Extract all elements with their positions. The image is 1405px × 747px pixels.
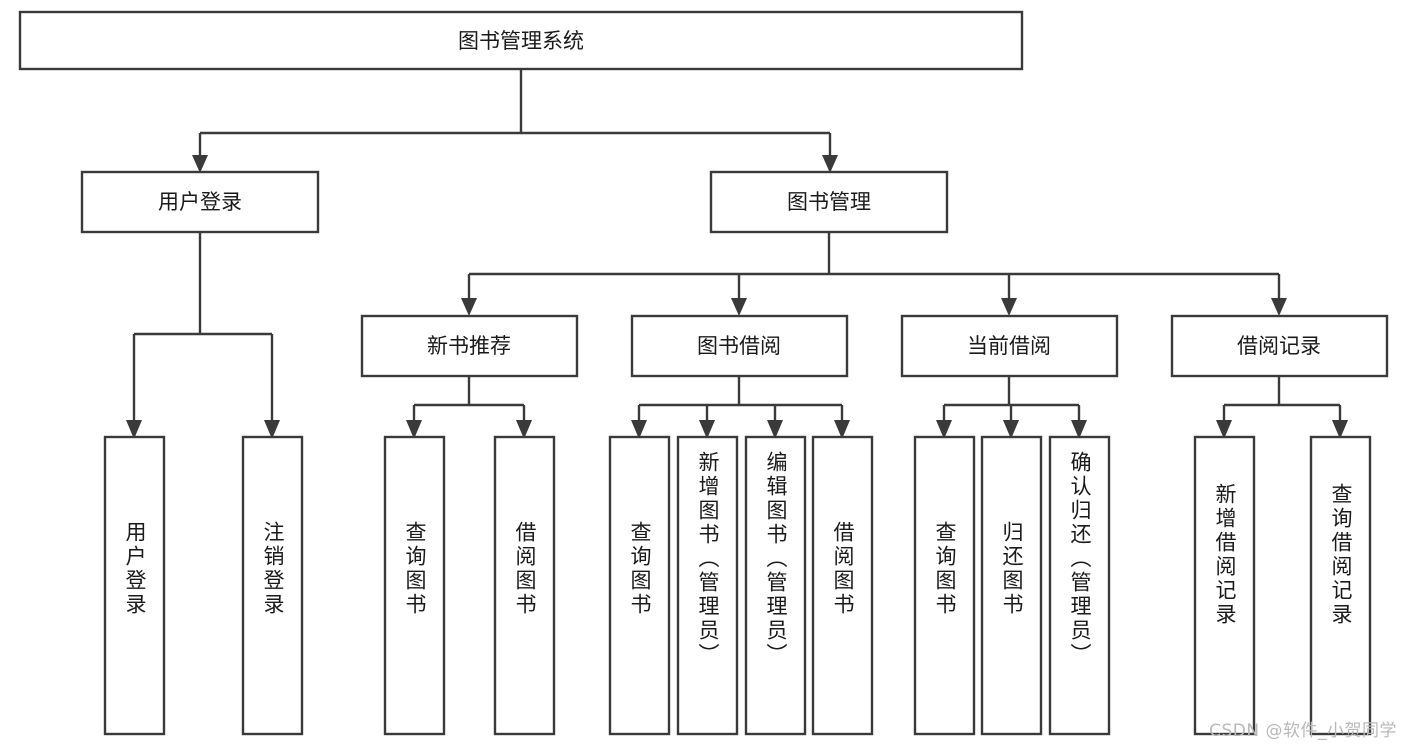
arrowhead-layer bbox=[126, 155, 1348, 439]
node-book-manage[interactable] bbox=[709, 170, 949, 234]
node-root-label: 图书管理系统 bbox=[458, 29, 584, 53]
arrow-to-borrow-record bbox=[1271, 298, 1287, 316]
arrow-to-leaf-query-book-1 bbox=[406, 420, 422, 439]
node-borrow-record-label: 借阅记录 bbox=[1237, 334, 1321, 358]
node-user-login[interactable] bbox=[80, 170, 320, 234]
node-leaf-query-record[interactable] bbox=[1309, 435, 1372, 736]
arrow-to-leaf-add-record bbox=[1216, 420, 1232, 439]
arrow-to-leaf-logout bbox=[264, 420, 280, 439]
node-leaf-edit-book[interactable] bbox=[744, 435, 807, 736]
node-leaf-add-record[interactable] bbox=[1193, 435, 1256, 736]
arrow-to-leaf-query-book-3 bbox=[936, 420, 952, 439]
arrow-to-leaf-return-book bbox=[1003, 420, 1019, 439]
connector-currentborrow-to-leaves bbox=[942, 376, 1081, 425]
node-layer: 图书管理系统 用户登录 图书管理 新书推荐 图书借阅 当前借阅 借阅记录 bbox=[18, 10, 1389, 736]
arrow-to-new-book-rec bbox=[461, 298, 477, 316]
node-book-borrow-label: 图书借阅 bbox=[697, 334, 781, 358]
node-book-manage-label: 图书管理 bbox=[787, 190, 871, 214]
arrow-to-leaf-confirm-return bbox=[1071, 420, 1087, 439]
node-current-borrow-label: 当前借阅 bbox=[967, 334, 1051, 358]
arrow-to-user-login bbox=[192, 155, 208, 173]
node-leaf-confirm-return[interactable] bbox=[1048, 435, 1111, 736]
node-root[interactable] bbox=[18, 10, 1024, 71]
node-new-book-rec-label: 新书推荐 bbox=[427, 334, 511, 358]
arrow-to-book-borrow bbox=[731, 298, 747, 316]
arrow-to-leaf-add-book bbox=[699, 420, 715, 439]
arrow-to-current-borrow bbox=[1001, 298, 1017, 316]
node-leaf-query-book-3[interactable] bbox=[913, 435, 976, 736]
arrow-to-leaf-query-record bbox=[1332, 420, 1348, 439]
arrow-to-leaf-borrow-book-2 bbox=[834, 420, 850, 439]
node-current-borrow[interactable] bbox=[900, 314, 1119, 378]
connector-root-to-level2 bbox=[198, 69, 832, 160]
arrow-to-leaf-query-book-2 bbox=[631, 420, 647, 439]
node-borrow-record[interactable] bbox=[1170, 314, 1389, 378]
connector-bookmanage-to-level3 bbox=[467, 232, 1281, 303]
node-leaf-logout[interactable] bbox=[241, 435, 304, 736]
arrow-to-leaf-borrow-book-1 bbox=[516, 420, 532, 439]
node-new-book-rec[interactable] bbox=[360, 314, 579, 378]
node-leaf-add-book[interactable] bbox=[676, 435, 739, 736]
node-book-borrow[interactable] bbox=[630, 314, 849, 378]
node-leaf-query-book-2[interactable] bbox=[608, 435, 671, 736]
node-leaf-user-login[interactable] bbox=[103, 435, 166, 736]
node-leaf-borrow-book-1[interactable] bbox=[493, 435, 556, 736]
connector-layer bbox=[132, 69, 1342, 425]
arrow-to-leaf-user-login bbox=[126, 420, 142, 439]
connector-borrowrecord-to-leaves bbox=[1222, 376, 1342, 425]
node-leaf-query-book-1[interactable] bbox=[383, 435, 446, 736]
csdn-watermark: CSDN @软件_小贺同学 bbox=[1209, 721, 1397, 741]
arrow-to-book-manage bbox=[822, 155, 838, 173]
connector-bookborrow-to-leaves bbox=[637, 376, 844, 425]
arrow-to-leaf-edit-book bbox=[767, 420, 783, 439]
node-user-login-label: 用户登录 bbox=[158, 190, 242, 214]
node-leaf-return-book[interactable] bbox=[980, 435, 1043, 736]
connector-userlogin-to-leaves bbox=[132, 232, 274, 425]
node-leaf-borrow-book-2[interactable] bbox=[811, 435, 874, 736]
connector-newbookrec-to-leaves bbox=[412, 376, 526, 425]
